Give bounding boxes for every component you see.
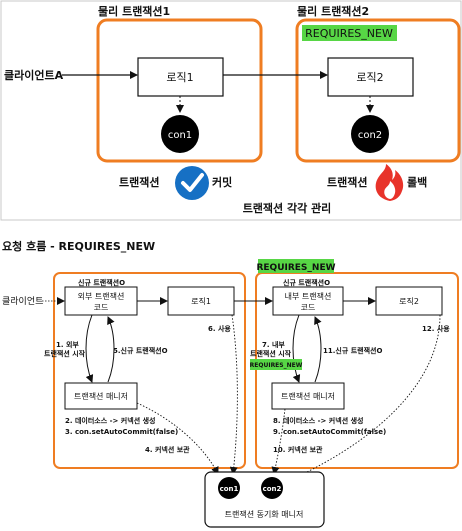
con1-node-bottom	[218, 477, 240, 499]
step5-label: 5.신규 트랜잭션O	[113, 346, 168, 355]
step7-badge	[250, 359, 302, 370]
outer-tx-code-line2: 코드	[94, 303, 109, 312]
new-tx-right-label: 신규 트랜잭션O	[283, 278, 330, 287]
flame-icon	[375, 164, 404, 201]
inner-tx-code-line1: 내부 트랜잭션	[285, 291, 332, 301]
section-title: 요청 흐름 - REQUIRES_NEW	[2, 239, 155, 253]
outer-tx-code-box	[64, 286, 138, 316]
con2-label-bottom: con2	[263, 485, 282, 493]
client-label: 클라이언트	[2, 295, 43, 307]
physical-transaction-1-label: 물리 트랜잭션1	[98, 4, 170, 18]
top-panel-border	[0, 0, 462, 221]
logic2-label: 로직2	[356, 71, 383, 84]
step10-label: 10. 커넥션 보관	[273, 445, 323, 454]
logic2-box-bottom	[375, 286, 443, 316]
right-transaction-box	[255, 272, 459, 469]
logic2-label-bottom: 로직2	[399, 296, 419, 306]
requires-new-badge-bottom-text: REQUIRES_NEW	[256, 263, 335, 273]
tx-manager-right-label: 트랜잭션 매니저	[281, 391, 335, 401]
con1-label-bottom: con1	[220, 485, 239, 493]
top-caption: 트랜잭션 각각 관리	[243, 201, 332, 215]
requires-new-badge-bottom	[258, 259, 334, 273]
inner-to-manager-arrow	[292, 314, 301, 383]
step7-line2: 트랜잭션 시작	[250, 349, 292, 358]
transaction-commit-label: 트랜잭션	[119, 175, 159, 189]
logic1-box	[137, 57, 224, 97]
step2-label: 2. 데이터소스 -> 커넥션 생성	[65, 416, 155, 425]
client-a-label: 클라이언트A	[4, 68, 64, 82]
con2-node	[351, 115, 389, 153]
con1-label: con1	[168, 130, 192, 141]
rollback-label: 롤백	[407, 175, 427, 189]
step1-line1: 1. 외부	[56, 340, 79, 349]
requires-new-badge	[302, 25, 397, 41]
outer-to-manager-arrow	[85, 314, 94, 383]
step1-line2: 트랜잭션 시작	[44, 349, 86, 358]
logic1-label: 로직1	[166, 71, 193, 84]
commit-label: 커밋	[212, 175, 232, 189]
tx-manager-left-label: 트랜잭션 매니저	[74, 391, 128, 401]
con1-node	[161, 115, 199, 153]
step8-label: 8. 데이터소스 -> 커넥션 생성	[273, 416, 363, 425]
logic1-to-con1-arrow	[229, 314, 238, 475]
step12-label: 12. 사용	[422, 324, 450, 333]
inner-tx-code-box	[272, 286, 344, 316]
tx-manager-left-box	[64, 382, 138, 410]
physical-transaction-1-box	[96, 18, 263, 163]
right-manager-to-con2-arrow	[271, 408, 286, 475]
physical-transaction-2-box	[295, 18, 461, 163]
transaction-rollback-label: 트랜잭션	[327, 175, 367, 189]
con2-label: con2	[358, 130, 382, 141]
manager-to-outer-arrow	[107, 316, 115, 383]
logic1-label-bottom: 로직1	[191, 296, 211, 306]
step6-label: 6. 사용	[208, 324, 231, 333]
con2-node-bottom	[261, 477, 283, 499]
step7-line1: 7. 내부	[262, 340, 285, 349]
outer-tx-code-line1: 외부 트랜잭션	[78, 291, 125, 301]
step9-label: 9. con.setAutoCommit(false)	[273, 428, 386, 436]
check-circle-icon	[175, 166, 209, 200]
left-manager-to-con1-arrow	[136, 402, 219, 475]
physical-transaction-2-label: 물리 트랜잭션2	[297, 4, 369, 18]
left-transaction-box	[53, 272, 246, 469]
step7-badge-text: REQUIRES_NEW	[250, 362, 303, 369]
step4-label: 4. 커넥션 보관	[145, 445, 190, 454]
tx-manager-right-box	[271, 382, 345, 410]
step3-label: 3. con.setAutoCommit(false)	[65, 428, 178, 436]
logic2-box	[327, 57, 414, 97]
new-tx-left-label: 신규 트랜잭션O	[78, 278, 125, 287]
requires-new-badge-text: REQUIRES_NEW	[305, 27, 393, 40]
manager-to-inner-arrow	[314, 316, 322, 383]
step11-label: 11.신규 트랜잭션O	[323, 346, 382, 355]
inner-tx-code-line2: 코드	[301, 303, 316, 312]
sync-manager-label: 트랜잭션 동기화 매니저	[225, 509, 304, 519]
